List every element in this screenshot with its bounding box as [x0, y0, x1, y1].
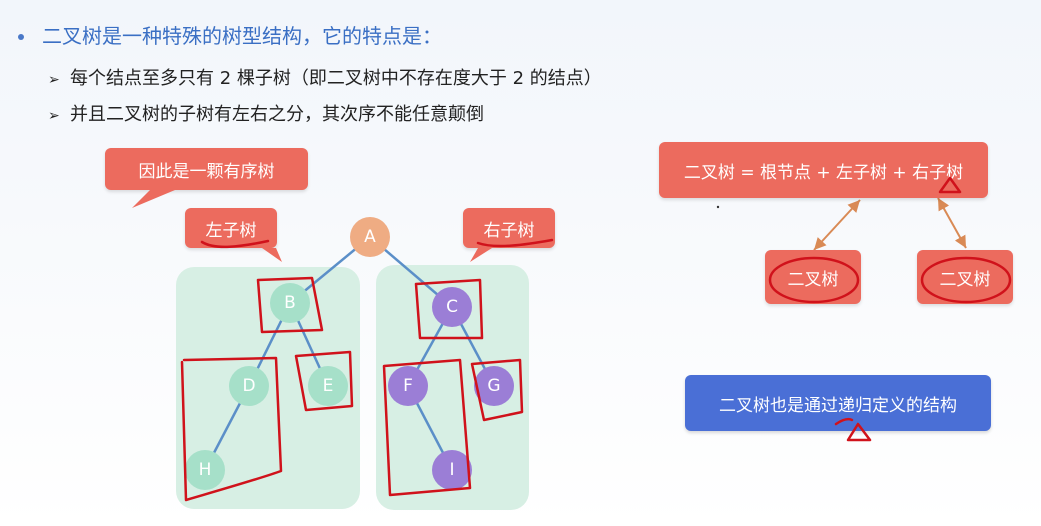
point-2-text: 并且二叉树的子树有左右之分，其次序不能任意颠倒: [70, 104, 484, 125]
triangle-recursive-mark: [846, 422, 872, 442]
box-around-d-h: [180, 356, 283, 502]
tree-node-d: D: [229, 366, 269, 406]
tree-node-e: E: [308, 366, 348, 406]
heading: 二叉树是一种特殊的树型结构，它的特点是：: [42, 24, 442, 48]
ellipse-right-binary-tree: [920, 256, 1012, 304]
tree-node-a: A: [350, 217, 390, 257]
bullet-dot: [18, 34, 24, 40]
box-around-g: [470, 358, 524, 422]
triangle-formula-mark: [938, 176, 962, 194]
box-around-f-i: [382, 358, 472, 497]
formula-box: 二叉树 = 根节点 + 左子树 + 右子树: [659, 142, 988, 198]
tree-node-b: B: [270, 283, 310, 323]
right-subtree-callout-tail: [470, 248, 492, 262]
point-1-text: 每个结点至多只有 2 棵子树（即二叉树中不存在度大于 2 的结点）: [70, 68, 602, 89]
box-around-c: [414, 278, 484, 340]
ellipse-left-binary-tree: [768, 256, 860, 304]
arrow-bullet-icon: ➢: [48, 72, 60, 88]
point-1: ➢ 每个结点至多只有 2 棵子树（即二叉树中不存在度大于 2 的结点）: [48, 64, 602, 90]
box-around-b: [256, 276, 324, 334]
tree-node-f: F: [388, 366, 428, 406]
arrow-left-subtree: [813, 199, 861, 251]
tree-node-c: C: [432, 287, 472, 327]
ordered-tree-callout-tail: [132, 190, 175, 208]
underline-right-subtree: [476, 238, 554, 248]
underline-recursive: [834, 417, 854, 426]
stray-dot: [716, 205, 720, 209]
arrow-right-subtree: [937, 197, 967, 249]
arrow-bullet-icon: ➢: [48, 108, 60, 124]
point-2: ➢ 并且二叉树的子树有左右之分，其次序不能任意颠倒: [48, 100, 484, 126]
box-around-e: [294, 350, 354, 412]
tree-node-i: I: [432, 450, 472, 490]
left-subtree-callout-tail: [262, 248, 282, 262]
underline-left-subtree: [200, 239, 270, 249]
ordered-tree-callout: 因此是一颗有序树: [105, 148, 308, 190]
tree-node-h: H: [185, 450, 225, 490]
